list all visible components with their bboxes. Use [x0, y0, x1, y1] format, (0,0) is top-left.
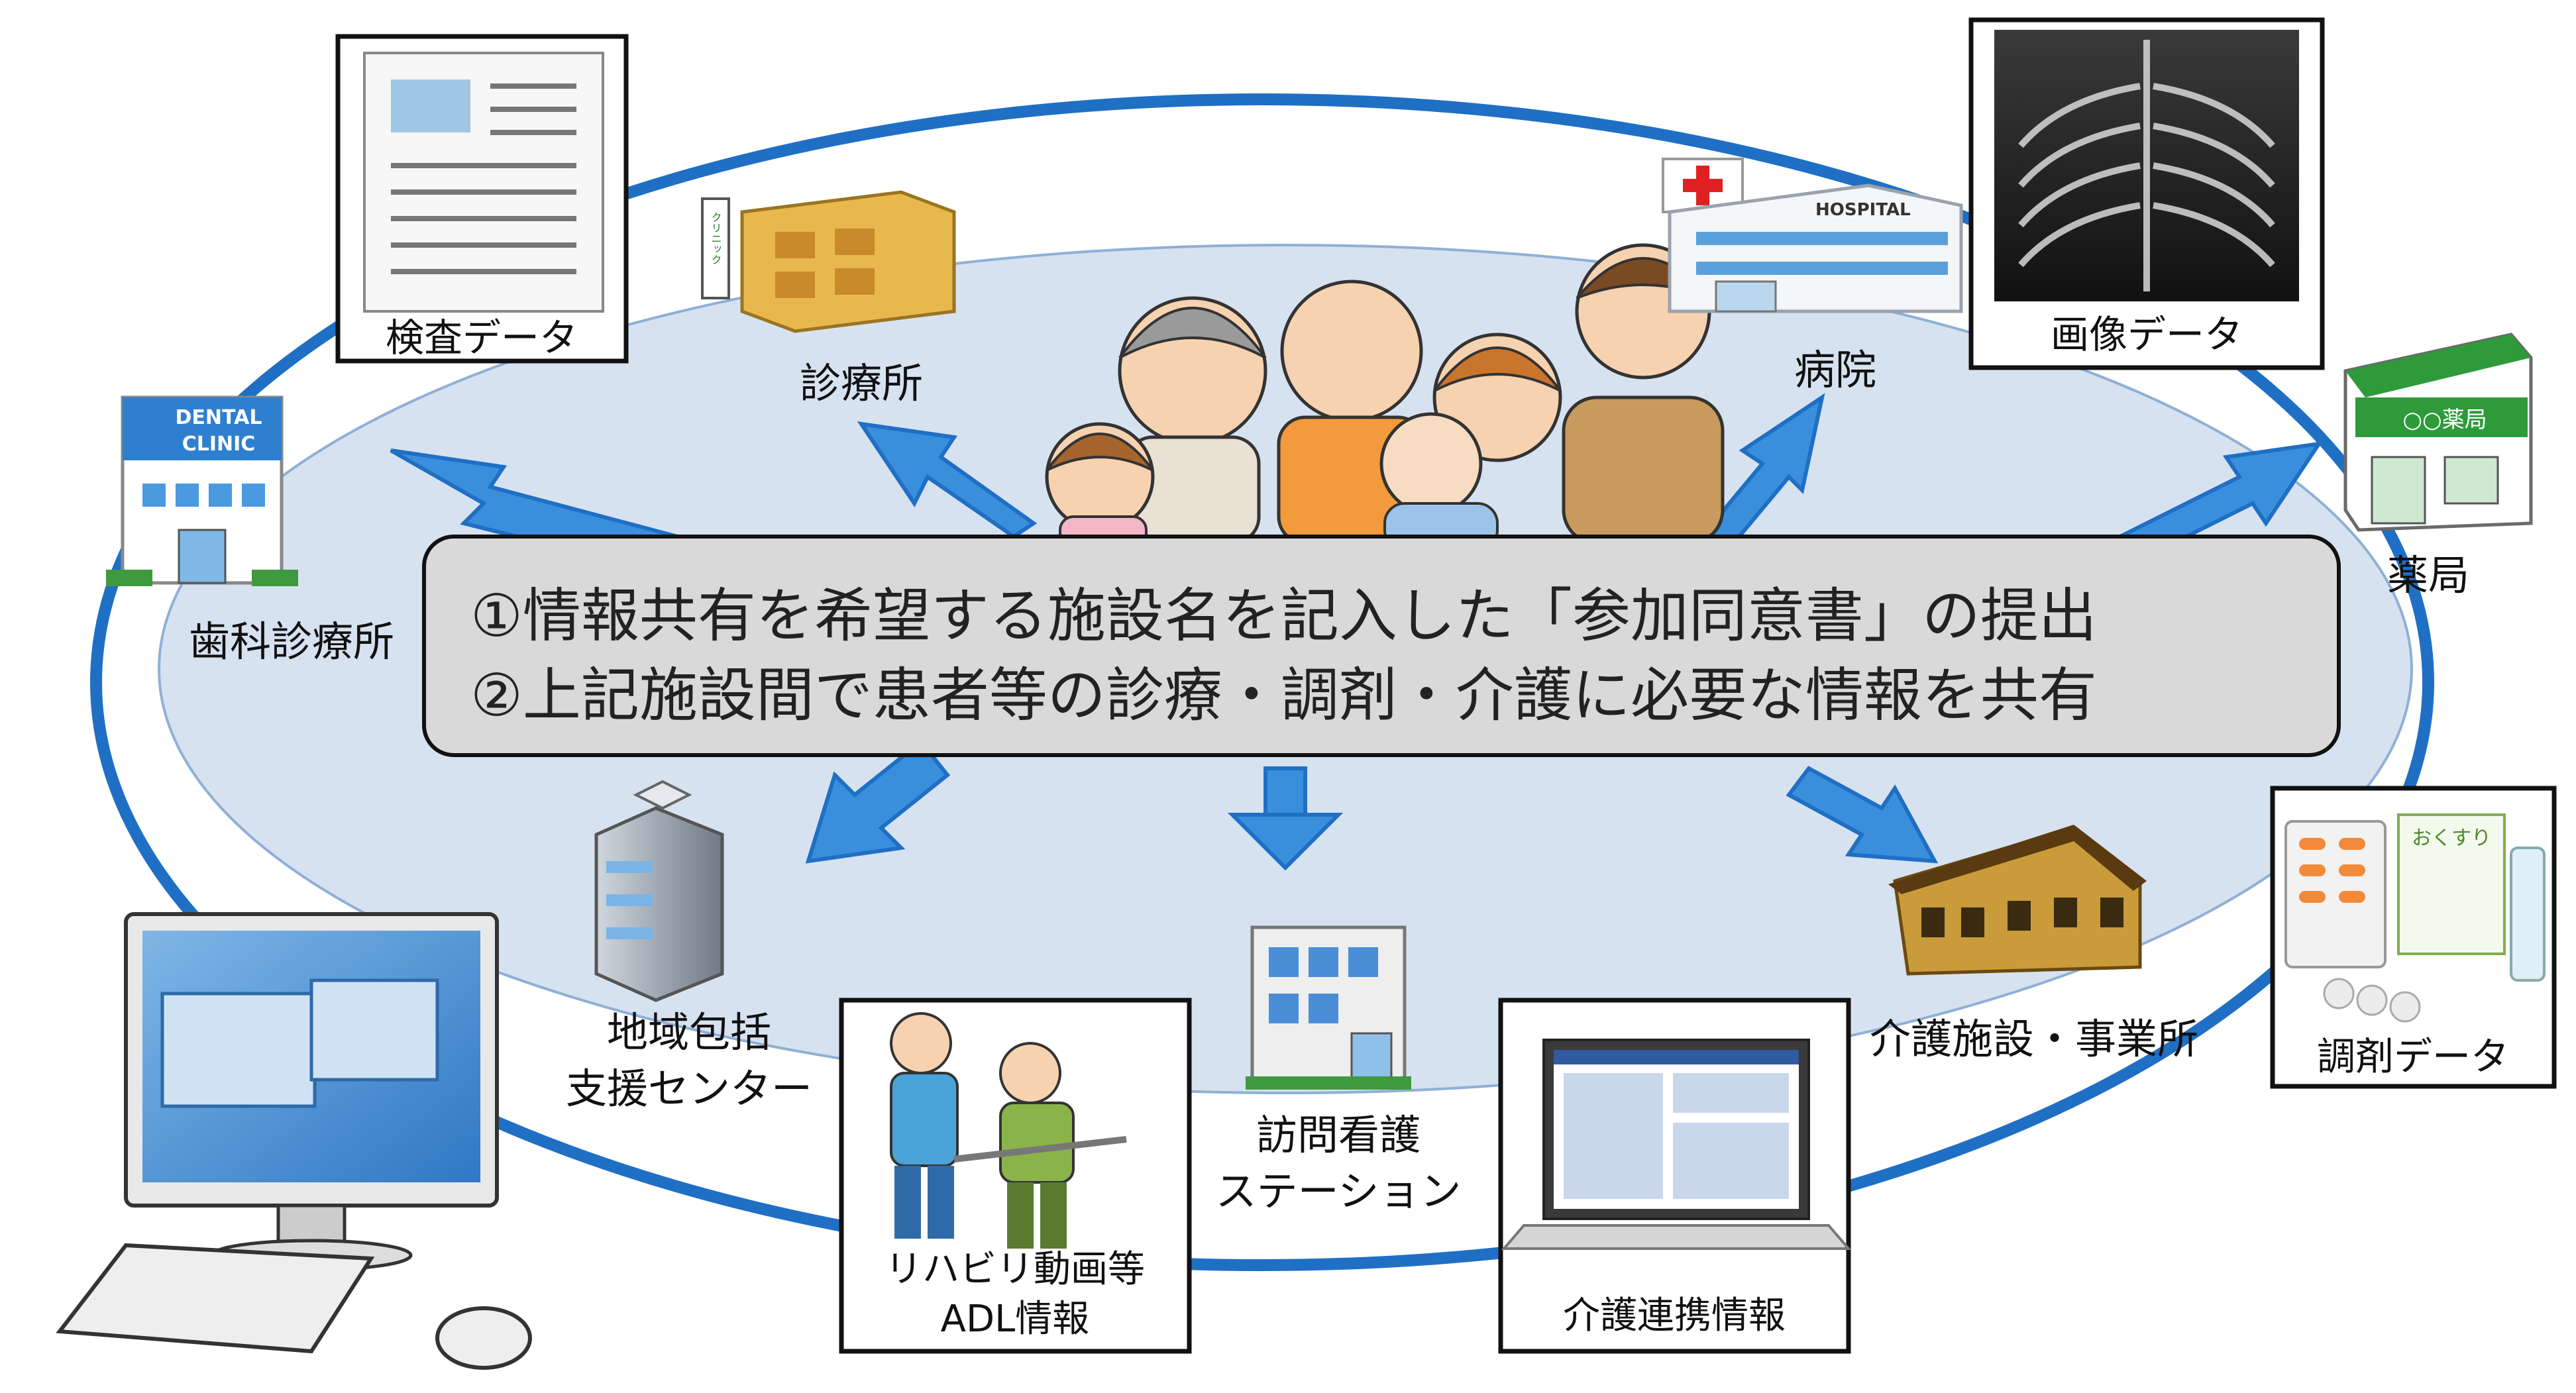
regional-center-building-icon	[594, 780, 724, 1002]
image-data-card: 画像データ	[1968, 17, 2325, 370]
care-info-card: 介護連携情報	[1498, 998, 1852, 1354]
clinic-sign: クリニック	[710, 212, 722, 265]
dental-sign-line-1: DENTAL	[176, 406, 262, 429]
rehab-label-line-2: ADL情報	[941, 1298, 1090, 1341]
medicine-bag-label: おくすり	[2412, 827, 2491, 850]
elderly-patient-icon	[999, 1042, 1075, 1249]
pharmacy-label: 薬局	[2387, 551, 2469, 599]
medicine-bag-icon	[2397, 813, 2506, 955]
image-data-label: 画像データ	[2051, 312, 2243, 357]
hospital-building-icon: HOSPITAL	[1662, 158, 1963, 313]
consent-line-1: ①情報共有を希望する施設名を記入した「参加同意書」の提出	[470, 582, 2097, 650]
arrow-to-care-facility-icon	[1786, 766, 1939, 864]
therapist-icon	[890, 1012, 959, 1239]
clinic-label: 診療所	[800, 359, 923, 407]
medicine-sheet-icon	[2284, 820, 2387, 968]
rehab-label-line-1: リハビリ動画等	[885, 1248, 1145, 1291]
exam-data-label: 検査データ	[386, 315, 578, 360]
document-image-icon	[391, 79, 470, 132]
consent-box: ①情報共有を希望する施設名を記入した「参加同意書」の提出 ②上記施設間で患者等の…	[422, 535, 2341, 757]
nursing-station-label-line-1: 訪問看護	[1256, 1111, 1421, 1159]
dental-clinic-building-icon: DENTAL CLINIC	[106, 395, 298, 586]
arrow-to-clinic-icon	[857, 421, 1038, 539]
pharmacy-building-icon: ○○薬局	[2343, 333, 2533, 532]
regional-center-label-line-2: 支援センター	[566, 1064, 812, 1113]
dispensing-data-label: 調剤データ	[2317, 1034, 2509, 1079]
care-facility-building-icon	[1888, 825, 2147, 976]
arrow-to-nursing-station-icon	[1227, 766, 1344, 871]
consent-line-2: ②上記施設間で患者等の診療・調剤・介護に必要な情報を共有	[470, 661, 2097, 729]
desktop-computer-icon	[56, 912, 532, 1370]
regional-center-label-line-1: 地域包括	[607, 1008, 771, 1057]
hospital-label: 病院	[1794, 346, 1876, 394]
family-illustration	[1045, 243, 1725, 551]
dental-label: 歯科診療所	[189, 617, 394, 666]
care-info-label: 介護連携情報	[1563, 1294, 1786, 1337]
nursing-station-label-line-2: ステーション	[1216, 1167, 1462, 1215]
clinic-building-icon: クリニック	[701, 190, 956, 333]
nursing-station-building-icon	[1246, 925, 1411, 1090]
hospital-sign: HOSPITAL	[1815, 200, 1911, 220]
care-facility-label: 介護施設・事業所	[1870, 1015, 2198, 1063]
network-ring	[90, 93, 2434, 1271]
medicine-bottle-icon	[2510, 847, 2546, 982]
dental-sign-line-2: CLINIC	[182, 433, 256, 456]
exam-data-card: 検査データ	[335, 34, 629, 364]
rehab-card: リハビリ動画等 ADL情報	[839, 998, 1192, 1354]
laptop-icon	[1501, 1039, 1852, 1250]
pharmacy-sign: ○○薬局	[2402, 407, 2487, 433]
dispensing-data-card: おくすり 調剤データ	[2270, 786, 2557, 1089]
